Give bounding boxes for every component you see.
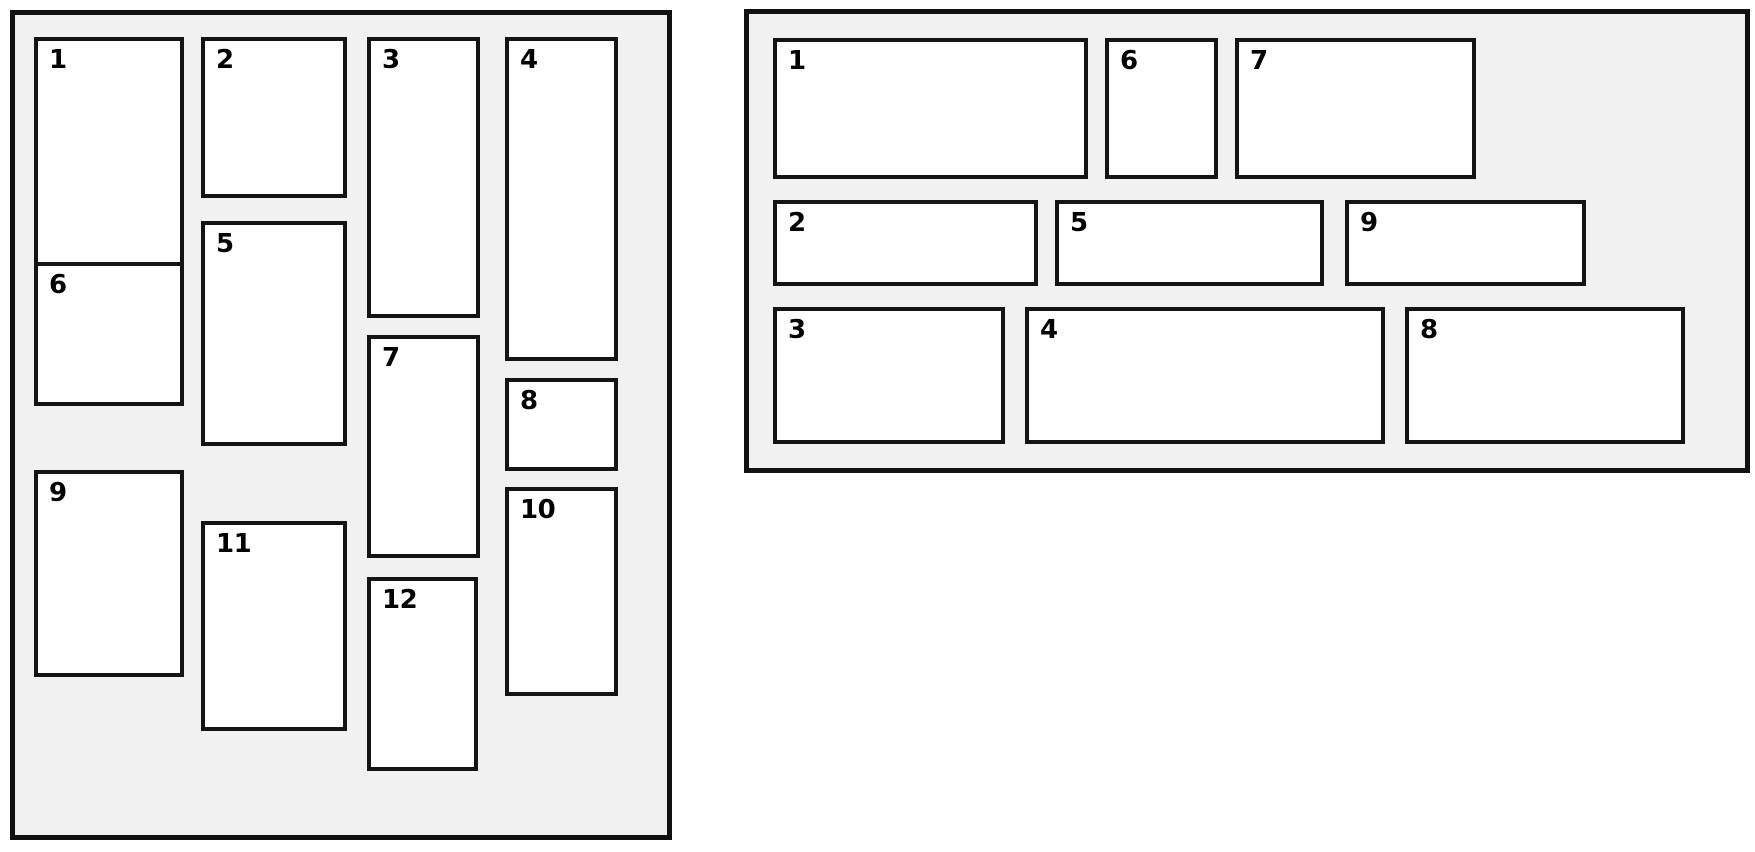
box-label: 5 — [1070, 208, 1088, 238]
box-label: 5 — [216, 229, 234, 259]
box-label: 7 — [382, 343, 400, 373]
box-3[interactable]: 3 — [773, 307, 1005, 444]
box-7[interactable]: 7 — [367, 335, 480, 558]
box-label: 2 — [216, 45, 234, 75]
box-8[interactable]: 8 — [505, 378, 618, 471]
box-1[interactable]: 1 — [773, 38, 1088, 179]
box-label: 3 — [788, 315, 806, 345]
box-label: 10 — [520, 495, 556, 525]
box-4[interactable]: 4 — [1025, 307, 1385, 444]
box-label: 1 — [788, 46, 806, 76]
box-label: 3 — [382, 45, 400, 75]
box-label: 6 — [49, 270, 67, 300]
box-7[interactable]: 7 — [1235, 38, 1476, 179]
box-label: 4 — [520, 45, 538, 75]
box-2[interactable]: 2 — [773, 200, 1038, 286]
box-label: 1 — [49, 45, 67, 75]
box-9[interactable]: 9 — [1345, 200, 1586, 286]
box-label: 6 — [1120, 46, 1138, 76]
box-label: 4 — [1040, 315, 1058, 345]
box-1[interactable]: 1 — [34, 37, 184, 266]
box-label: 12 — [382, 585, 418, 615]
box-label: 9 — [1360, 208, 1378, 238]
box-label: 7 — [1250, 46, 1268, 76]
box-10[interactable]: 10 — [505, 487, 618, 696]
box-11[interactable]: 11 — [201, 521, 347, 731]
box-6[interactable]: 6 — [1105, 38, 1218, 179]
box-3[interactable]: 3 — [367, 37, 480, 318]
box-label: 9 — [49, 478, 67, 508]
box-label: 8 — [520, 386, 538, 416]
box-6[interactable]: 6 — [34, 262, 184, 406]
box-12[interactable]: 12 — [367, 577, 478, 771]
box-2[interactable]: 2 — [201, 37, 347, 198]
box-label: 8 — [1420, 315, 1438, 345]
right-panel: 1 6 7 2 5 9 3 4 8 — [744, 9, 1750, 473]
box-9[interactable]: 9 — [34, 470, 184, 677]
box-5[interactable]: 5 — [1055, 200, 1324, 286]
box-5[interactable]: 5 — [201, 221, 347, 446]
box-label: 2 — [788, 208, 806, 238]
box-label: 11 — [216, 529, 252, 559]
box-8[interactable]: 8 — [1405, 307, 1685, 444]
box-4[interactable]: 4 — [505, 37, 618, 361]
